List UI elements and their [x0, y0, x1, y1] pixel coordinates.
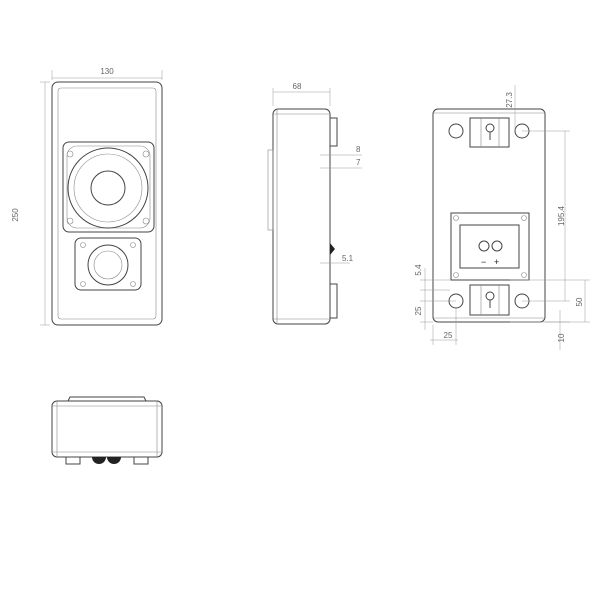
- front-view: 130 250: [11, 67, 163, 326]
- side-dim-5-1: 5.1: [342, 254, 354, 263]
- back-dim-10: 10: [557, 333, 566, 342]
- back-dim-27-3: 27.3: [505, 92, 514, 108]
- terminal-plus-label: +: [494, 257, 499, 267]
- back-dim-5-4: 5.4: [414, 264, 423, 276]
- top-bracket: [469, 117, 510, 148]
- terminal-minus-label: −: [481, 257, 486, 267]
- front-height-label: 250: [11, 208, 20, 222]
- woofer-cone: [67, 147, 149, 229]
- woofer-frame: [62, 141, 155, 233]
- side-dim-7: 7: [356, 158, 361, 167]
- bottom-bracket: [469, 284, 510, 316]
- side-depth-label: 68: [293, 82, 302, 91]
- back-dim-50: 50: [575, 297, 584, 306]
- tweeter: [87, 244, 129, 286]
- tweeter-plate: [74, 237, 142, 291]
- front-width-label: 130: [100, 67, 114, 76]
- bottom-view: [51, 396, 163, 465]
- side-dim-8: 8: [356, 145, 361, 154]
- terminal-plus: [491, 240, 503, 252]
- terminal-minus: [478, 240, 490, 252]
- side-view: 68 8 7 5.1: [267, 82, 362, 325]
- terminal-plate: [450, 212, 530, 281]
- back-dim-25-horizontal: 25: [444, 331, 453, 340]
- back-view: − + 27.3 195.4 5.4 25 25 50 10: [414, 85, 590, 350]
- back-dim-25-vertical: 25: [414, 306, 423, 315]
- woofer-dustcap: [90, 170, 126, 206]
- back-dim-195-4: 195.4: [557, 205, 566, 226]
